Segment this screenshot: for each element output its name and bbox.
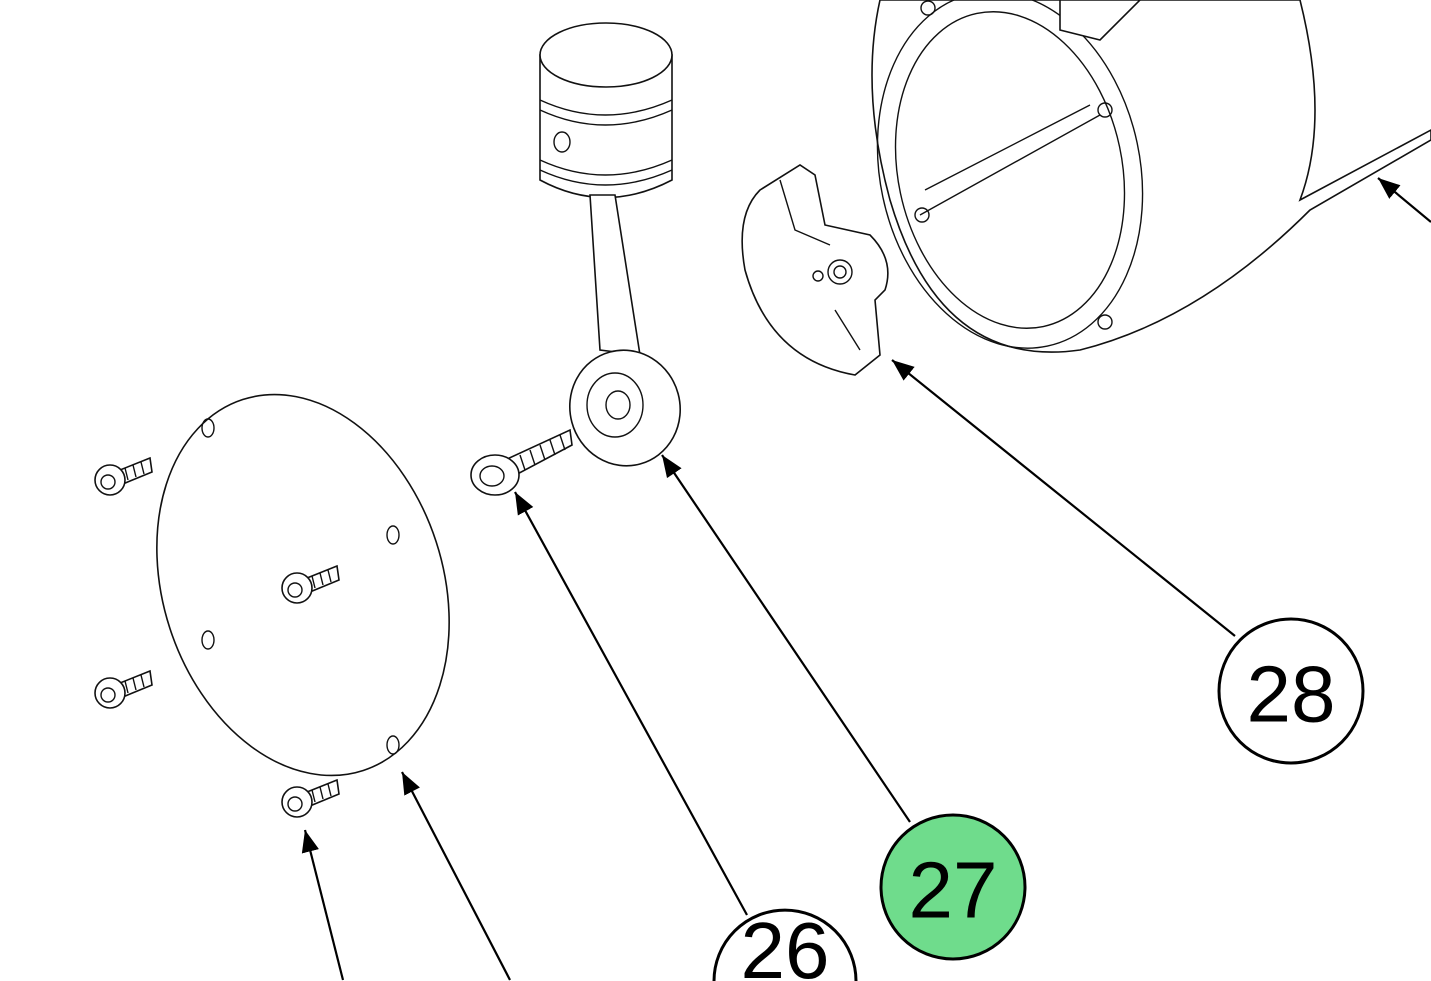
callout-circle	[712, 908, 858, 981]
leader-line-bolt	[301, 829, 345, 981]
leader-line-housing	[1377, 177, 1431, 223]
callout-label: 26	[741, 906, 830, 981]
callout-circle	[1217, 617, 1365, 765]
cylinder-housing	[871, 0, 1431, 353]
leader-line-27	[661, 454, 911, 823]
counterweight	[741, 164, 889, 376]
socket-screw	[470, 428, 573, 496]
callout-27[interactable]: 27	[879, 813, 1027, 961]
callout-28[interactable]: 28	[1217, 617, 1365, 765]
leader-line-28	[891, 359, 1236, 637]
bolts	[94, 456, 340, 818]
piston-rod-assembly	[539, 22, 682, 467]
leader-line-cover-plate	[401, 771, 511, 981]
leader-lines	[301, 177, 1431, 981]
callout-label: 28	[1247, 650, 1336, 739]
leader-line-26	[514, 491, 748, 916]
callout-circle-highlighted	[879, 813, 1027, 961]
callout-26[interactable]: 26	[712, 906, 858, 981]
callout-label: 27	[909, 846, 998, 935]
